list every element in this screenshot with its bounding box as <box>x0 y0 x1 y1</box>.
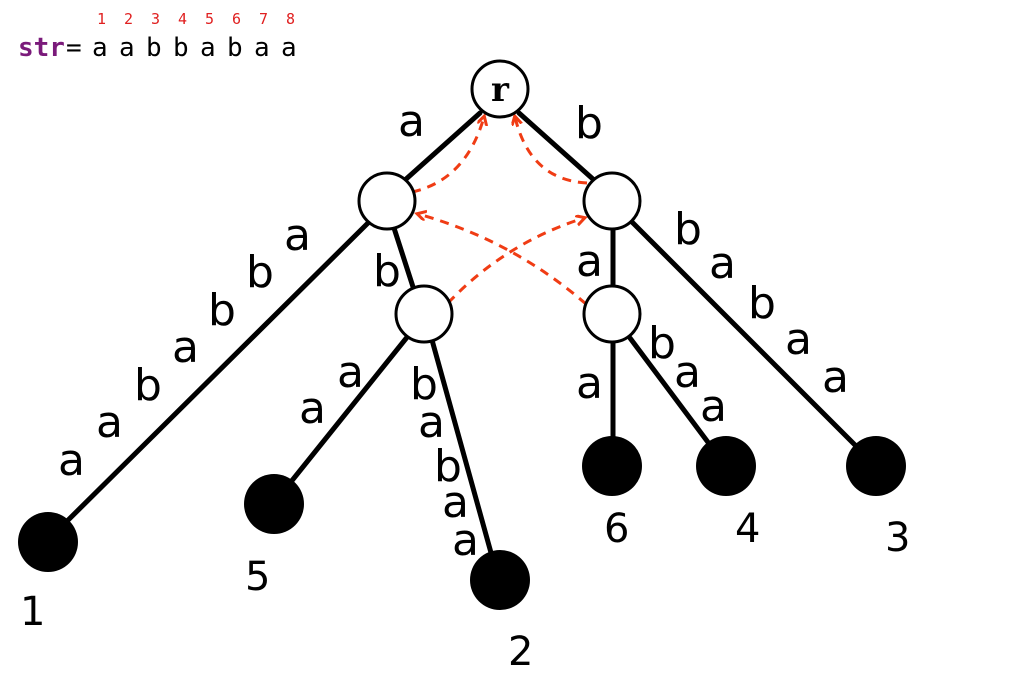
label-right-leaf3-2: a <box>709 238 736 289</box>
suffix-link-a-to-left <box>418 214 587 306</box>
leaf-label-2: 2 <box>508 629 533 675</box>
label-left-to-b: b <box>373 246 401 297</box>
str-index-4: 4 <box>178 10 187 28</box>
leaf-node-5 <box>244 474 304 534</box>
str-index-6: 6 <box>232 10 241 28</box>
edge-root-right <box>516 110 597 183</box>
label-b-leaf2-3: b <box>434 441 462 492</box>
str-char-2: a <box>119 33 135 63</box>
label-left-leaf1-1: a <box>58 435 85 486</box>
leaf-node-3 <box>846 436 906 496</box>
internal-node-a <box>357 171 417 231</box>
leaf-labels: 1 5 2 6 4 3 <box>20 506 910 675</box>
suffix-link-right-to-root <box>515 117 588 185</box>
label-left-leaf1-6: b <box>246 247 274 298</box>
leaf-label-6: 6 <box>604 506 629 552</box>
internal-node-ba <box>582 284 642 344</box>
leaf-label-1: 1 <box>20 589 45 635</box>
label-a-leaf4-2: a <box>674 347 701 398</box>
edge-b-to-leaf2 <box>429 337 501 581</box>
label-root-right: b <box>575 98 603 149</box>
str-char-4: b <box>173 33 189 63</box>
str-char-3: b <box>146 33 162 63</box>
suffix-link-left-to-root <box>411 117 484 194</box>
label-right-leaf3-5: a <box>822 352 849 403</box>
label-left-leaf1-4: a <box>172 322 199 373</box>
str-keyword: str <box>18 33 65 63</box>
edge-left-to-leaf1 <box>45 220 371 543</box>
label-left-leaf1-3: b <box>134 360 162 411</box>
label-b-leaf2-2: a <box>418 397 445 448</box>
edge-left-to-b <box>391 225 417 293</box>
str-char-8: a <box>281 33 297 63</box>
label-b-leaf2-5: a <box>452 515 479 566</box>
str-char-6: b <box>227 33 243 63</box>
str-index-1: 1 <box>97 10 106 28</box>
str-index-2: 2 <box>124 10 133 28</box>
label-left-leaf1-5: b <box>208 285 236 336</box>
leaf-node-4 <box>696 436 756 496</box>
tree-nodes: r <box>18 59 906 610</box>
str-char-5: a <box>200 33 216 63</box>
str-char-7: a <box>254 33 270 63</box>
leaf-node-1 <box>18 512 78 572</box>
internal-node-b <box>582 171 642 231</box>
label-left-leaf1-7: a <box>284 210 311 261</box>
leaf-label-3: 3 <box>885 515 910 561</box>
str-index-7: 7 <box>259 10 268 28</box>
leaf-label-5: 5 <box>245 554 270 600</box>
leaf-label-4: 4 <box>735 506 760 552</box>
leaf-node-6 <box>582 436 642 496</box>
root-label: r <box>491 70 510 110</box>
label-right-to-a: a <box>576 236 603 287</box>
label-a-leaf4-1: b <box>648 318 676 369</box>
label-b-leaf2-4: a <box>442 477 469 528</box>
label-a-leaf4-3: a <box>700 381 727 432</box>
tree-edges <box>45 110 878 581</box>
label-b-leaf2-1: b <box>410 359 438 410</box>
str-index-8: 8 <box>286 10 295 28</box>
str-index-3: 3 <box>151 10 160 28</box>
label-a-to-leaf6: a <box>576 358 603 409</box>
edge-root-left <box>402 110 483 183</box>
edge-labels: a b a a b a b b a b a a b a b a a a a b … <box>58 96 849 566</box>
string-header: str = a a b b a b a a 1 2 3 4 5 6 7 8 <box>18 10 297 63</box>
suffix-links <box>411 117 588 306</box>
str-equals: = <box>66 33 82 63</box>
label-b-leaf5-2: a <box>337 347 364 398</box>
str-index-5: 5 <box>205 10 214 28</box>
label-b-leaf5-1: a <box>299 383 326 434</box>
str-char-1: a <box>92 33 108 63</box>
root-node <box>470 59 530 119</box>
label-root-left: a <box>398 96 425 147</box>
label-right-leaf3-3: b <box>748 278 776 329</box>
leaf-node-2 <box>470 550 530 610</box>
label-right-leaf3-4: a <box>785 314 812 365</box>
label-right-leaf3-1: b <box>674 204 702 255</box>
suffix-link-b-to-right <box>446 218 584 305</box>
edge-b-to-leaf5 <box>271 333 411 506</box>
edge-right-to-leaf3 <box>629 219 878 468</box>
label-left-leaf1-2: a <box>96 397 123 448</box>
internal-node-ab <box>394 284 454 344</box>
